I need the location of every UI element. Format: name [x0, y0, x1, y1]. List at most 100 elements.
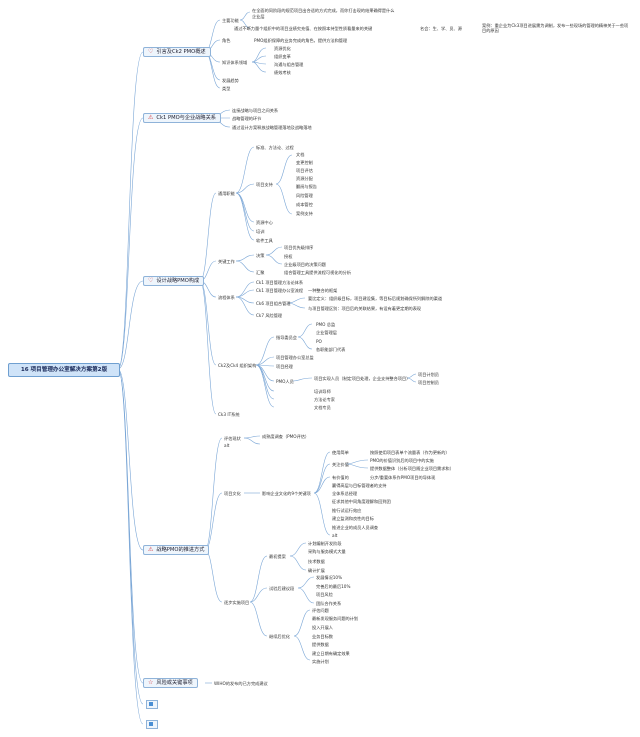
branch-pmo-design[interactable]: ♡设计战略PMO构成 [143, 276, 205, 286]
node[interactable]: 指导委员会 [276, 335, 297, 340]
node[interactable]: 汇聚 [256, 270, 265, 275]
node[interactable]: 软件工具 [256, 238, 273, 243]
node[interactable]: 项目控制员 [418, 380, 439, 385]
node[interactable]: 连接战略与项目之间关系 [232, 108, 279, 113]
node[interactable]: 项目实现人员（制定项目处理，企业支持整合项目） [314, 376, 411, 381]
node[interactable]: 评估现状 [224, 436, 241, 441]
node[interactable]: PO [316, 339, 322, 344]
node[interactable]: 项目支持 [256, 182, 273, 187]
node[interactable]: 实施计划 [312, 659, 329, 664]
node[interactable]: 确计扩展 [308, 568, 325, 573]
node[interactable]: 流程体系 [218, 295, 235, 300]
node[interactable]: 角色 [222, 38, 231, 43]
branch-flag-1[interactable] [146, 700, 158, 709]
node[interactable]: 通过不断力量个组织中的项目业绩究充值、在按照本持型性质看量来的关键 [234, 26, 373, 31]
node[interactable]: 继续后优化 [269, 634, 290, 639]
node[interactable]: 分步/重要体系作PMO项目的导体现 [370, 475, 436, 480]
node[interactable]: Ck7 风险管理 [256, 313, 283, 318]
node[interactable]: 评估问题 [312, 608, 329, 613]
node[interactable]: 方法论专家 [314, 397, 335, 402]
node[interactable]: 案例：重企业为Ck3项目进展需为调制，发布一些现场的管理的精神关于一些项目的原因 [482, 23, 629, 33]
node[interactable]: 全体系总经理 [332, 491, 358, 496]
branch-pmo-rollout[interactable]: ⚠战略PMO的推进方式 [143, 545, 210, 555]
node[interactable]: PMO的价值识别后的项目中的实施 [370, 458, 434, 463]
node[interactable]: 投入开展人 [312, 625, 333, 630]
node[interactable]: 征求其他中同角度理解和回到团 [332, 499, 391, 504]
node[interactable]: alt [224, 443, 230, 448]
branch-risks[interactable]: ☆风险或关键事项 [143, 678, 198, 688]
node[interactable]: WIHO的发布的已方完成建议 [214, 681, 268, 686]
node[interactable]: 计划编制开发阶段 [308, 541, 342, 546]
node[interactable]: 案例支持 [296, 211, 313, 216]
node[interactable]: 企业管理层 [316, 330, 337, 335]
node[interactable]: 项目优先级排序 [284, 245, 314, 250]
node[interactable]: 风险管理 [296, 193, 313, 198]
node[interactable]: 资源分配 [296, 176, 313, 181]
node[interactable]: 通用职能 [218, 191, 235, 196]
node[interactable]: 项目风险 [316, 592, 333, 597]
node[interactable]: 关键工作 [218, 259, 235, 264]
node[interactable]: 变更控制 [296, 160, 313, 165]
node[interactable]: Ck1 项目管理方法论体系 [256, 280, 304, 285]
node[interactable]: 逐步实施项目 [224, 600, 250, 605]
node[interactable]: 项目计划员 [418, 372, 439, 377]
node[interactable]: PMO 总监 [316, 322, 336, 327]
node[interactable]: 发展趋势 [222, 78, 239, 83]
node[interactable]: 业务目标数 [312, 634, 333, 639]
node[interactable]: 技术数据 [308, 559, 325, 564]
node[interactable]: 采购与服务模式大量 [308, 549, 346, 554]
node[interactable]: 项目评估 [296, 168, 313, 173]
node[interactable]: Ck6 项目组合管理 [256, 301, 291, 306]
node[interactable]: 试验后建议段 [269, 586, 295, 591]
node[interactable]: 企业级项目的决策问题 [284, 262, 326, 267]
node[interactable]: 文档 [296, 152, 305, 157]
node[interactable]: 项目管理办公室总监 [276, 355, 314, 360]
node[interactable]: 文档专员 [314, 405, 331, 410]
node[interactable]: 组合管理工具提供流程可视化的分析 [284, 270, 352, 275]
node[interactable]: 各职能部门代表 [316, 347, 346, 352]
node[interactable]: 通过设计方案释放战略管理落地及战略落地 [232, 125, 312, 130]
node[interactable]: 培训 [256, 229, 265, 234]
node[interactable]: 知识体系领域 [222, 60, 248, 65]
node[interactable]: 翻阅与报告 [296, 184, 317, 189]
node[interactable]: 完善后的最后10% [316, 584, 351, 589]
node[interactable]: 在全面的同阶段的规范项目出合适的方式完成，而你打击现的结果确得是什么 [252, 8, 395, 13]
node[interactable]: 项目经理 [276, 364, 293, 369]
node[interactable]: 团队合作关系 [316, 601, 342, 606]
node[interactable]: 主要功能 [222, 18, 239, 23]
node[interactable]: 赢得高层与目标管理者的支持 [332, 483, 387, 488]
node[interactable]: Ck2及Ck4 组织架构 [218, 363, 257, 368]
node[interactable]: 名会：生、学、员、源 [420, 26, 462, 31]
node[interactable]: 提供数据 [312, 642, 329, 647]
node[interactable]: 授权 [284, 254, 293, 259]
branch-flag-2[interactable] [146, 720, 158, 729]
node[interactable]: 决策 [256, 253, 265, 258]
node[interactable]: Ck3 IT系统 [218, 412, 240, 417]
node[interactable]: 标准、方法论、过程 [256, 145, 294, 150]
node[interactable]: 提供数据整体（分析项目随企业项目需求和） [370, 466, 454, 471]
node[interactable]: 组织变革 [274, 54, 291, 59]
node[interactable]: 培训导师 [314, 389, 331, 394]
node[interactable]: 资源中心 [256, 220, 273, 225]
node[interactable]: 要比定义：组织级目标，项目建设集，等目标后规划确保所列解除的渠道 [308, 296, 443, 301]
node[interactable]: 使用简单 [332, 450, 349, 455]
node[interactable]: PMO组织保障的业务完成的角色，提供方法和管理 [254, 38, 348, 43]
node[interactable]: 与项目管理区别：项目后的关联结果，有设有着更定期的表现 [308, 306, 422, 311]
node[interactable]: 发展情况10% [316, 575, 343, 580]
node[interactable]: Ck1 项目管理办公室流程 [256, 288, 304, 293]
node[interactable]: 有价值的 [332, 475, 349, 480]
node[interactable]: 绩效考核 [274, 70, 291, 75]
branch-intro[interactable]: ♡引言及Ck2 PMO概述 [143, 47, 211, 57]
node[interactable]: 一种整合的框架 [308, 288, 338, 293]
node[interactable]: 关注价值 [332, 462, 349, 467]
node[interactable]: 最新发现服务问题的计划 [312, 616, 359, 621]
root-topic[interactable]: 16 项目管理办公室解决方案第2版 [8, 363, 120, 377]
node[interactable]: 成熟度调查（PMO评估） [262, 434, 310, 439]
node[interactable]: 建立日期有确定效果 [312, 651, 350, 656]
branch-strategy-relation[interactable]: ⚠Ck1 PMO与企业战略关系 [143, 113, 221, 123]
node[interactable]: 企业层 [252, 14, 265, 19]
node[interactable]: alt [332, 533, 338, 538]
node[interactable]: 推行试运行效应 [332, 508, 362, 513]
node[interactable]: 项目文化 [224, 491, 241, 496]
node[interactable]: 资源优化 [274, 46, 291, 51]
